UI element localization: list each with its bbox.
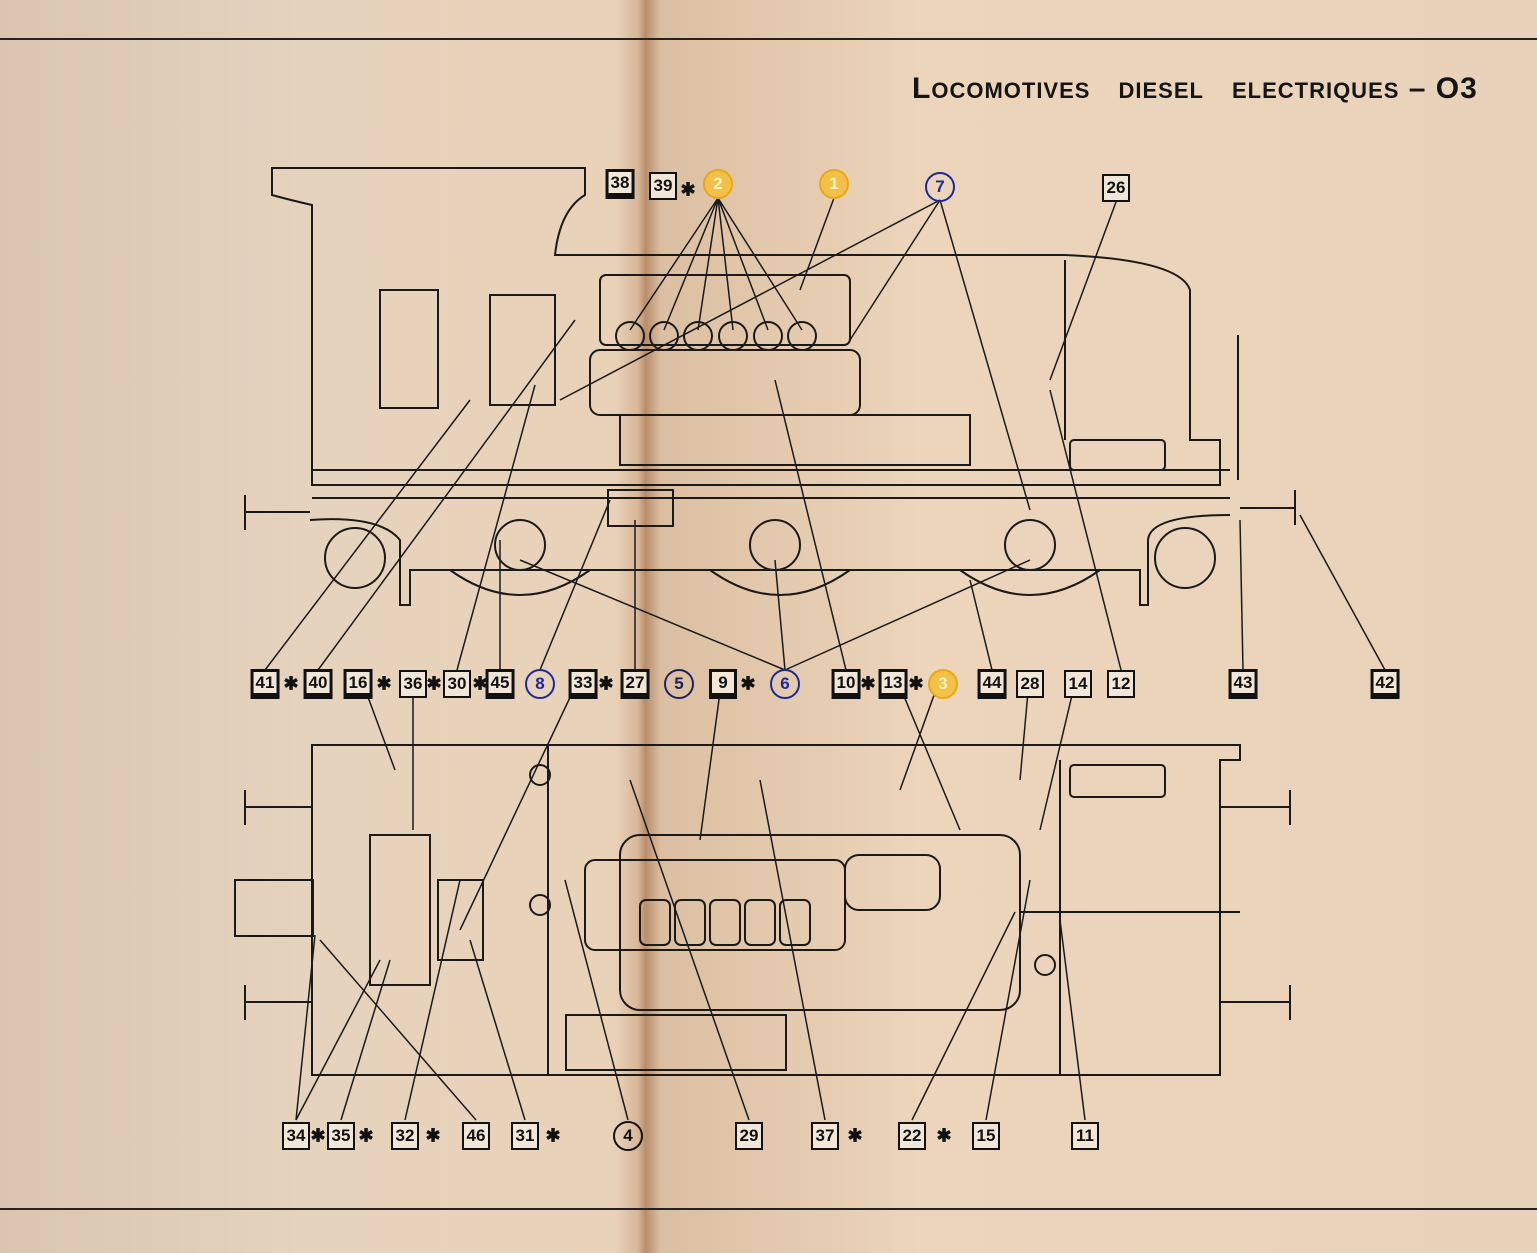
callout-7: 7	[925, 172, 955, 202]
asterisk-marker: ✱	[680, 179, 696, 200]
title-word-1: OCOMOTIVES	[931, 78, 1091, 103]
asterisk-marker: ✱	[908, 673, 924, 694]
callout-38: 38	[605, 169, 635, 199]
callout-5: 5	[664, 669, 694, 699]
asterisk-marker: ✱	[545, 1125, 561, 1146]
callout-29: 29	[735, 1122, 763, 1150]
callout-28: 28	[1016, 670, 1044, 698]
title-suffix: – O3	[1408, 72, 1478, 105]
page-title: LOCOMOTIVES DIESEL ELECTRIQUES – O3	[912, 72, 1478, 106]
leader-lines	[264, 197, 1386, 1121]
callout-8: 8	[525, 669, 555, 699]
callout-13: 13	[878, 669, 908, 699]
callout-30: 30	[443, 670, 471, 698]
asterisk-marker: ✱	[283, 673, 299, 694]
callout-10: 10	[831, 669, 861, 699]
asterisk-marker: ✱	[860, 673, 876, 694]
title-initial: L	[912, 72, 932, 105]
page-top-rule	[0, 38, 1537, 40]
callout-35: 35	[327, 1122, 355, 1150]
callout-1: 1	[819, 169, 849, 199]
asterisk-marker: ✱	[598, 673, 614, 694]
callout-27: 27	[620, 669, 650, 699]
asterisk-marker: ✱	[426, 673, 442, 694]
callout-46: 46	[462, 1122, 490, 1150]
callout-41: 41	[250, 669, 280, 699]
page-bottom-rule	[0, 1208, 1537, 1210]
callout-26: 26	[1102, 174, 1130, 202]
title-word-2: DIESEL	[1118, 78, 1204, 103]
callout-2: 2	[703, 169, 733, 199]
callout-6: 6	[770, 669, 800, 699]
callout-4: 4	[613, 1121, 643, 1151]
callout-15: 15	[972, 1122, 1000, 1150]
callout-33: 33	[568, 669, 598, 699]
asterisk-marker: ✱	[847, 1125, 863, 1146]
callout-16: 16	[343, 669, 373, 699]
callout-44: 44	[977, 669, 1007, 699]
callout-36: 36	[399, 670, 427, 698]
plan-view	[234, 744, 1291, 1076]
asterisk-marker: ✱	[310, 1125, 326, 1146]
callout-32: 32	[391, 1122, 419, 1150]
callout-22: 22	[898, 1122, 926, 1150]
callout-45: 45	[485, 669, 515, 699]
callout-31: 31	[511, 1122, 539, 1150]
asterisk-marker: ✱	[358, 1125, 374, 1146]
asterisk-marker: ✱	[472, 673, 488, 694]
callout-9: 9	[709, 669, 737, 699]
asterisk-marker: ✱	[936, 1125, 952, 1146]
callout-42: 42	[1370, 669, 1400, 699]
callout-39: 39	[649, 172, 677, 200]
callout-40: 40	[303, 669, 333, 699]
asterisk-marker: ✱	[376, 673, 392, 694]
title-word-3: ELECTRIQUES	[1231, 78, 1400, 103]
callout-43: 43	[1228, 669, 1258, 699]
callout-3: 3	[928, 669, 958, 699]
callout-14: 14	[1064, 670, 1092, 698]
callout-11: 11	[1071, 1122, 1099, 1150]
callout-34: 34	[282, 1122, 310, 1150]
side-elevation	[244, 167, 1296, 606]
asterisk-marker: ✱	[740, 673, 756, 694]
asterisk-marker: ✱	[425, 1125, 441, 1146]
callout-37: 37	[811, 1122, 839, 1150]
callout-12: 12	[1107, 670, 1135, 698]
